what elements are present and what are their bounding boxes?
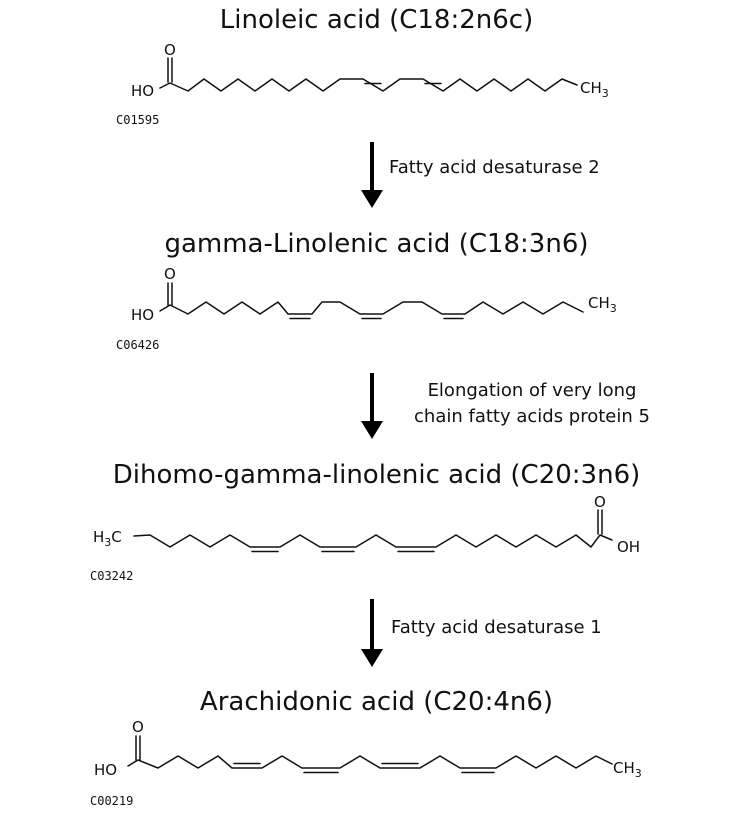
atom-methyl: H3C	[93, 528, 122, 549]
enzyme-label-fatty-acid-desaturase-1: Fatty acid desaturase 1	[391, 617, 602, 638]
atom-hydroxyl: HO	[131, 82, 154, 100]
enzyme-label-elovl5: Elongation of very long chain fatty acid…	[392, 378, 672, 430]
atom-methyl: CH3	[588, 294, 617, 315]
atom-hydroxyl: HO	[94, 761, 117, 779]
atom-oxygen: O	[594, 493, 606, 511]
atom-hydroxyl: OH	[617, 538, 640, 556]
compound-title-dihomo-gamma-linolenic-acid: Dihomo-gamma-linolenic acid (C20:3n6)	[112, 460, 641, 490]
reaction-arrow-1	[361, 142, 383, 208]
reaction-arrow-2	[361, 373, 383, 439]
kegg-id-arachidonic-acid: C00219	[90, 794, 133, 808]
kegg-id-dihomo-gamma-linolenic-acid: C03242	[90, 569, 133, 583]
enzyme-label-elovl5-line2: chain fatty acids protein 5	[414, 406, 650, 427]
atom-oxygen: O	[164, 41, 176, 59]
atom-methyl: CH3	[580, 79, 609, 100]
reaction-arrow-3	[361, 599, 383, 667]
structure-linoleic-acid: O HO CH3 C01595	[116, 41, 609, 127]
structure-arachidonic-acid: O HO CH3 C00219	[90, 718, 642, 808]
atom-oxygen: O	[132, 718, 144, 736]
atom-oxygen: O	[164, 265, 176, 283]
atom-methyl: CH3	[613, 759, 642, 780]
structure-gamma-linolenic-acid: O HO CH3 C06426	[116, 265, 617, 352]
kegg-id-gamma-linolenic-acid: C06426	[116, 338, 159, 352]
enzyme-label-fatty-acid-desaturase-2: Fatty acid desaturase 2	[389, 157, 600, 178]
compound-title-gamma-linolenic-acid: gamma-Linolenic acid (C18:3n6)	[164, 229, 589, 259]
compound-title-arachidonic-acid: Arachidonic acid (C20:4n6)	[199, 687, 554, 717]
atom-hydroxyl: HO	[131, 306, 154, 324]
structure-dihomo-gamma-linolenic-acid: O OH H3C C03242	[90, 493, 640, 583]
enzyme-label-elovl5-line1: Elongation of very long	[427, 380, 637, 401]
kegg-id-linoleic-acid: C01595	[116, 113, 159, 127]
compound-title-linoleic-acid: Linoleic acid (C18:2n6c)	[219, 5, 534, 35]
